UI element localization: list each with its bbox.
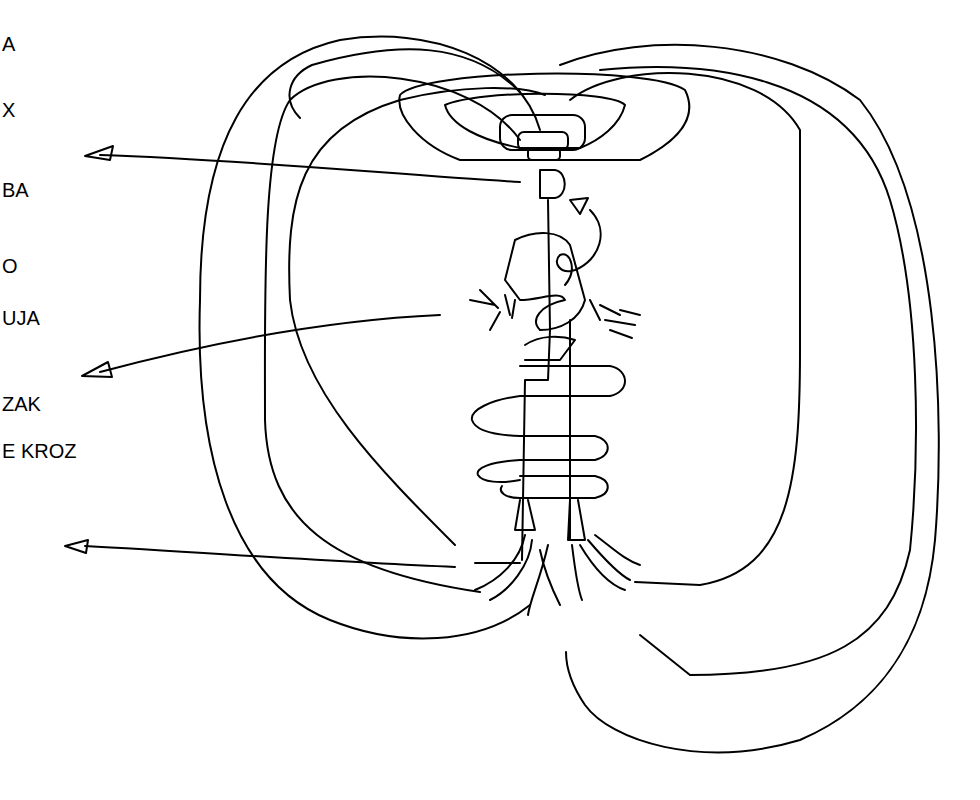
leader-line bbox=[100, 155, 520, 182]
arrow-head bbox=[85, 146, 113, 160]
outline-stroke bbox=[505, 233, 585, 330]
arrow-head bbox=[65, 540, 88, 553]
outline-stroke bbox=[445, 94, 625, 148]
outline-stroke bbox=[560, 45, 939, 752]
outline-stroke bbox=[590, 300, 640, 338]
outline-stroke bbox=[525, 337, 575, 360]
outline-stroke bbox=[515, 500, 585, 540]
label-text: E KROZ bbox=[2, 441, 76, 461]
leader-line bbox=[85, 546, 455, 567]
outline-stroke bbox=[522, 200, 550, 560]
outline-stroke bbox=[475, 562, 520, 564]
outline-stroke bbox=[540, 170, 565, 198]
label-text: UJA bbox=[2, 308, 40, 328]
outline-stroke bbox=[570, 73, 800, 585]
label-text: A bbox=[2, 34, 15, 54]
outline-stroke bbox=[290, 49, 520, 118]
outline-stroke bbox=[475, 535, 560, 615]
label-text: BA bbox=[2, 180, 29, 200]
outline-stroke bbox=[528, 148, 560, 160]
outline-stroke bbox=[600, 67, 916, 675]
outline-stroke bbox=[501, 476, 608, 498]
outline-stroke bbox=[265, 77, 520, 592]
outline-stroke bbox=[500, 115, 585, 150]
outline-stroke bbox=[570, 198, 588, 214]
label-text: O bbox=[2, 256, 18, 276]
leader-line bbox=[100, 315, 440, 372]
outline-stroke bbox=[399, 74, 689, 160]
label-text: ZAK bbox=[2, 394, 41, 414]
arrow-head bbox=[82, 362, 112, 377]
outline-stroke bbox=[470, 290, 515, 330]
outline-stroke bbox=[572, 535, 640, 600]
outline-stroke bbox=[472, 366, 625, 436]
label-text: X bbox=[2, 100, 15, 120]
